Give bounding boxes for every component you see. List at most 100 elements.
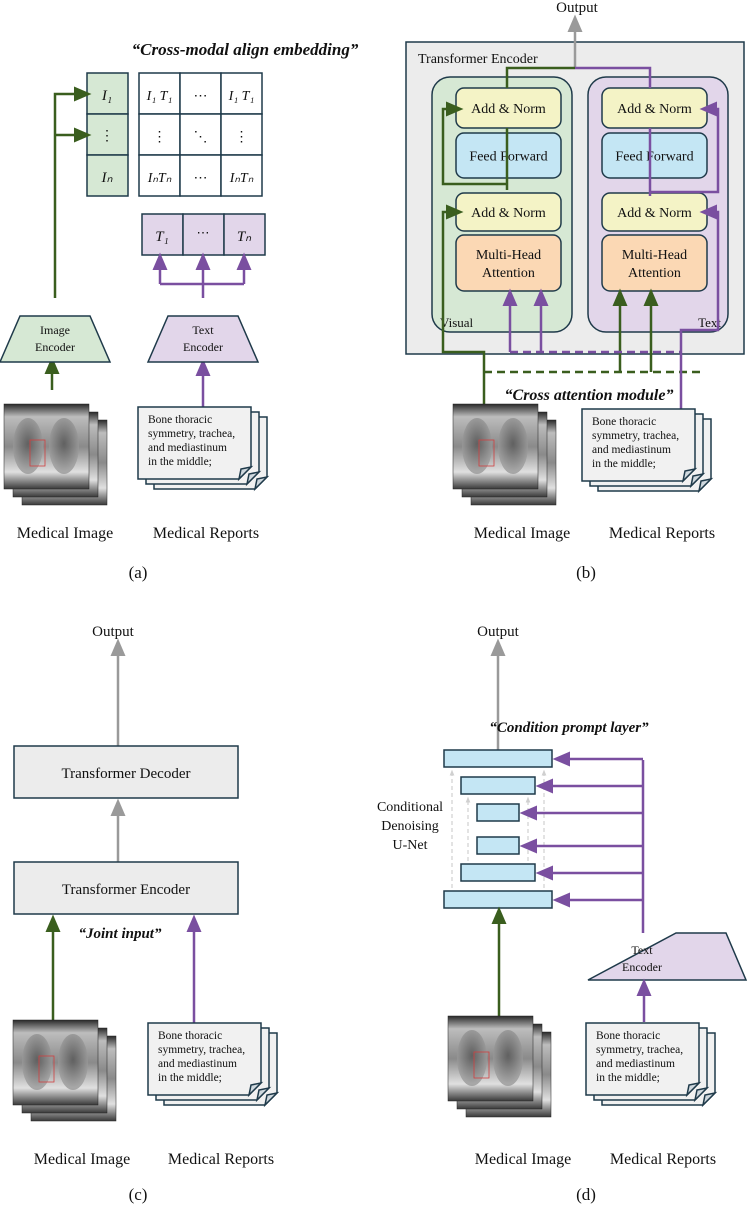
- text-embedding-cell: [182, 213, 225, 256]
- image-flow-arrows: [44, 86, 92, 390]
- lung-shape: [58, 1034, 88, 1090]
- report-text-line: symmetry, trachea,: [158, 1044, 245, 1056]
- image-embedding-cell: [86, 154, 129, 197]
- output-label: Output: [556, 0, 599, 16]
- add-norm-block-label: Add & Norm: [617, 206, 692, 221]
- medical-image-stack: [3, 403, 108, 506]
- multi-head-attention-block-label: Attention: [482, 266, 535, 281]
- transformer-encoder: [13, 861, 239, 915]
- unet-label: Conditional: [377, 800, 443, 815]
- page-fold: [237, 465, 254, 482]
- page-fold: [681, 467, 698, 484]
- add-norm-block-label: Add & Norm: [471, 206, 546, 221]
- multi-head-attention-block-label: Attention: [628, 266, 681, 281]
- unet-layers: [443, 749, 645, 933]
- embedding-label: ⋮: [100, 129, 114, 144]
- cross-attention-label: “Cross attention module”: [505, 387, 674, 404]
- unet-layer: [460, 776, 536, 795]
- page-fold: [247, 1081, 264, 1098]
- matrix-cell-label: ⋱: [194, 130, 208, 145]
- panel-c-caption: (c): [129, 1185, 148, 1204]
- embedding-label: I₁: [101, 88, 112, 104]
- svg-text:Encoder: Encoder: [35, 340, 75, 354]
- panel-b: Output Transformer Encoder Visual Text A…: [405, 0, 745, 582]
- medical-image-stack: [447, 1015, 552, 1118]
- page-fold: [693, 1086, 710, 1103]
- report-text-line: and mediastinum: [148, 442, 227, 454]
- page-fold: [701, 1091, 718, 1108]
- matrix-cell-label: ⋯: [194, 171, 208, 186]
- feed-forward-block: [455, 132, 562, 179]
- medical-report-stack: Bone thoracic symmetry, trachea, and media…: [137, 406, 270, 492]
- lung-shape: [13, 418, 43, 474]
- region-of-interest-box: [473, 1051, 490, 1079]
- region-of-interest-box: [478, 439, 495, 467]
- text-flow-arrows: [152, 252, 252, 408]
- lung-shape: [498, 418, 528, 474]
- multi-head-attention-block: [455, 234, 562, 292]
- report-text-line: Bone thoracic: [592, 416, 656, 428]
- embedding-label: Tₙ: [237, 229, 252, 245]
- report-text-line: in the middle;: [148, 456, 212, 468]
- transformer-decoder-label: Transformer Decoder: [62, 766, 191, 782]
- medical-image-label: Medical Image: [34, 1151, 130, 1168]
- multi-head-attention-block: [601, 234, 708, 292]
- unet-layer: [443, 749, 553, 768]
- panel-d: Output “Condition prompt layer” Conditio…: [377, 624, 748, 1204]
- medical-image-label: Medical Image: [474, 525, 570, 542]
- transformer-decoder: [13, 745, 239, 799]
- medical-image-stack: [12, 1019, 117, 1122]
- output-label: Output: [92, 624, 135, 640]
- lung-shape: [49, 418, 79, 474]
- unet-label: Denoising: [381, 819, 439, 834]
- page-fold: [245, 470, 262, 487]
- page-fold: [255, 1086, 272, 1103]
- feed-forward-block-label: Feed Forward: [615, 150, 693, 165]
- image-encoder: Image Encoder: [0, 315, 112, 363]
- panel-d-caption: (d): [576, 1185, 596, 1204]
- page-fold: [263, 1091, 280, 1108]
- report-text-line: symmetry, trachea,: [148, 428, 235, 440]
- medical-reports-label: Medical Reports: [168, 1151, 274, 1168]
- lung-shape: [22, 1034, 52, 1090]
- text-residual-arrows: [502, 101, 720, 430]
- text-encoder: Text Encoder: [587, 932, 748, 981]
- joint-input-label: “Joint input”: [79, 926, 162, 942]
- panel-a: “Cross-modal align embedding” I₁ ⋮ Iₙ I₁…: [0, 40, 359, 582]
- page-fold: [253, 475, 270, 492]
- report-text-line: and mediastinum: [592, 444, 671, 456]
- report-text-line: Bone thoracic: [148, 414, 212, 426]
- transformer-encoder-label: Transformer Encoder: [62, 882, 190, 898]
- medical-reports-label: Medical Reports: [609, 525, 715, 542]
- unet-layer: [476, 836, 520, 855]
- transformer-encoder-title: Transformer Encoder: [418, 52, 538, 67]
- feed-forward-block: [601, 132, 708, 179]
- condition-prompt-label: “Condition prompt layer”: [489, 720, 649, 736]
- medical-image-stack: [452, 403, 557, 506]
- feed-forward-block-label: Feed Forward: [469, 150, 547, 165]
- output-label: Output: [477, 624, 520, 640]
- matrix-cell: [138, 154, 181, 197]
- svg-text:Image: Image: [40, 323, 70, 337]
- embedding-label: T₁: [155, 229, 169, 245]
- page-fold: [697, 477, 714, 494]
- multi-head-attention-block-label: Multi-Head: [622, 248, 687, 263]
- lung-shape: [462, 418, 492, 474]
- panel-a-caption: (a): [129, 563, 148, 582]
- medical-reports-label: Medical Reports: [610, 1151, 716, 1168]
- report-text-line: Bone thoracic: [596, 1030, 660, 1042]
- add-norm-block-label: Add & Norm: [471, 102, 546, 117]
- panel-a-title: “Cross-modal align embedding”: [132, 40, 359, 59]
- report-text-line: in the middle;: [592, 458, 656, 470]
- svg-text:Text: Text: [631, 943, 653, 957]
- visual-residual-arrows: [441, 101, 702, 430]
- report-text-line: Bone thoracic: [158, 1030, 222, 1042]
- lung-shape: [493, 1030, 523, 1086]
- svg-text:Text: Text: [192, 323, 214, 337]
- page-fold: [689, 472, 706, 489]
- svg-text:Encoder: Encoder: [622, 960, 662, 974]
